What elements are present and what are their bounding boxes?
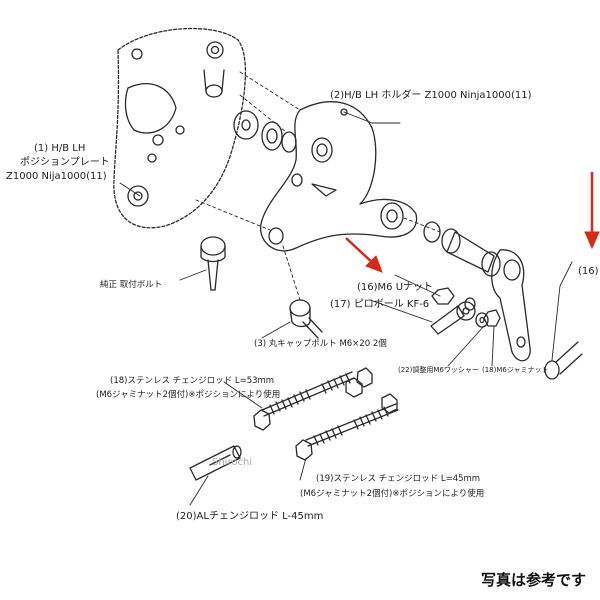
pedal-bolt xyxy=(544,341,583,380)
label-original-bolt: 純正 取付ボルト xyxy=(100,279,162,290)
pivot-collar xyxy=(423,221,501,277)
adjust-washer xyxy=(475,312,489,328)
label-right-ref: (16) xyxy=(578,266,599,277)
jam-nut-small xyxy=(464,297,501,327)
label-plate-1: (1) H/B LH xyxy=(34,143,85,154)
change-rod-45mm xyxy=(295,377,399,461)
label-rod-a-1: (18)ステンレス チェンジロッド L=53mm xyxy=(110,376,274,386)
label-al-rod: (20)ALチェンジロッド L-45mm xyxy=(176,510,323,522)
label-adjust-washer: (22)調整用M6ワッシャー xyxy=(398,365,479,374)
label-rod-b-1: (19)ステンレス チェンジロッド L=45mm xyxy=(316,474,480,484)
pedal-arm xyxy=(491,249,531,362)
reference-caption: 写真は参考です xyxy=(480,571,586,589)
label-holder: (2)H/B LH ホルダー Z1000 Ninja1000(11) xyxy=(330,88,532,101)
change-rod-53mm xyxy=(253,367,373,431)
u-nut xyxy=(431,287,455,305)
al-change-rod xyxy=(189,445,242,481)
label-plate-2: ポジションプレート xyxy=(20,156,110,168)
label-rod-a-2: (M6ジャミナット2個付)※ポジションにより使用 xyxy=(96,389,280,400)
cap-bolt xyxy=(289,299,323,339)
pillow-ball xyxy=(430,301,476,335)
label-cap-bolt: (3) 丸キャップボルト M6×20 2個 xyxy=(254,338,387,349)
alignment-lines xyxy=(195,71,441,301)
original-mounting-bolt xyxy=(200,236,226,291)
holder-bracket xyxy=(259,101,418,252)
label-pillow-ball: (17) ピロボール KF-6 xyxy=(330,298,429,310)
position-plate xyxy=(113,27,247,229)
red-arrow-right xyxy=(584,172,600,250)
red-arrow-left xyxy=(345,237,383,273)
watermark: Shirochi xyxy=(212,457,252,468)
leader-lines xyxy=(119,111,573,506)
label-jam-nut: (18)M6ジャミナット xyxy=(482,366,549,374)
plate-bolt xyxy=(203,69,225,98)
label-rod-b-2: (M6ジャミナット2個付)※ポジションにより使用 xyxy=(300,488,484,499)
spacer-stack xyxy=(233,110,297,153)
label-plate-3: Z1000 Nija1000(11) xyxy=(6,171,107,182)
label-u-nut: (16)M6 Uナット xyxy=(357,281,433,293)
